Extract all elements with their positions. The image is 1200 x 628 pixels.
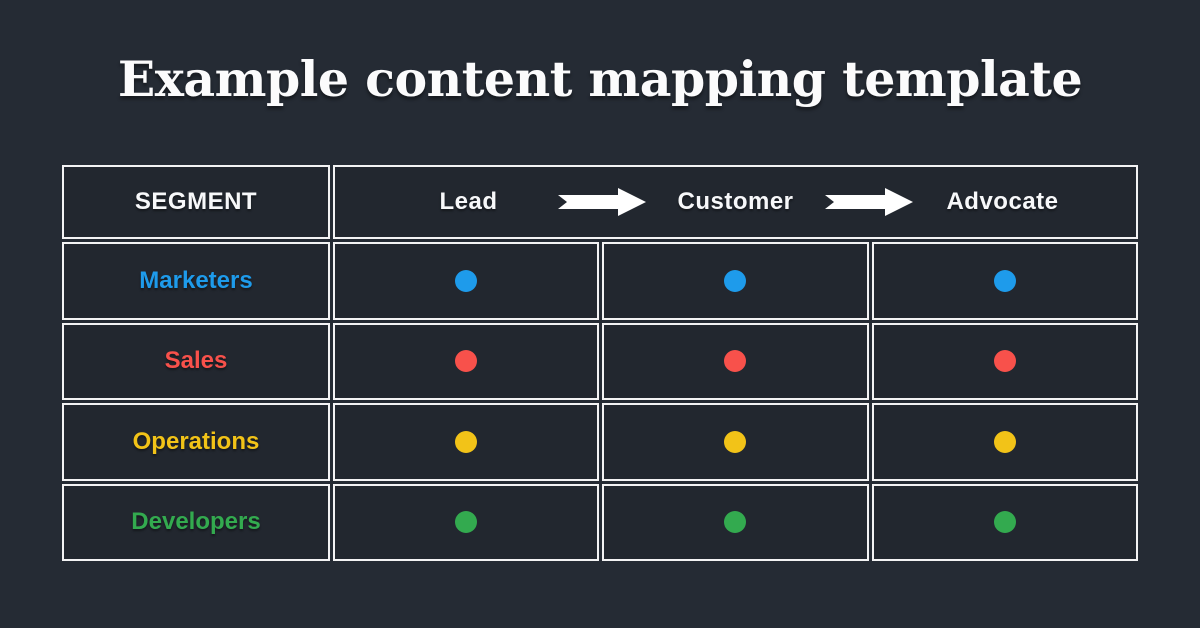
- stage-dot: [724, 269, 747, 292]
- arrow-right-icon: [557, 188, 646, 216]
- arrow-right-icon: [825, 188, 914, 216]
- table-cell: [333, 403, 600, 481]
- table-cell: [602, 483, 869, 561]
- table-cell: [871, 322, 1138, 400]
- segment-label-marketers: Marketers: [139, 266, 253, 294]
- table-cell: [871, 403, 1138, 481]
- stage-advocate: Advocate: [869, 188, 1136, 216]
- table-row-segment-cell: Operations: [62, 403, 330, 481]
- stage-advocate-label: Advocate: [946, 188, 1059, 215]
- stage-dot: [724, 430, 747, 453]
- stage-dot: [455, 511, 478, 534]
- stage-dot: [455, 269, 478, 292]
- table-cell: [602, 242, 869, 320]
- stage-lead-label: Lead: [439, 188, 498, 215]
- content-mapping-table: SEGMENT Lead Customer Advocate Marketers…: [62, 165, 1138, 561]
- table-row-segment-cell: Sales: [62, 322, 330, 400]
- stage-dot: [455, 430, 478, 453]
- page-title: Example content mapping template: [117, 50, 1083, 108]
- stage-dot: [993, 511, 1016, 534]
- stage-dot: [455, 350, 478, 373]
- table-cell: [871, 483, 1138, 561]
- stage-dot: [993, 430, 1016, 453]
- stage-dot: [724, 511, 747, 534]
- segment-label-developers: Developers: [131, 508, 261, 536]
- table-cell: [871, 242, 1138, 320]
- segment-label-sales: Sales: [164, 347, 228, 375]
- segment-header-label: SEGMENT: [134, 188, 258, 215]
- table-row-segment-cell: Marketers: [62, 242, 330, 320]
- table-cell: [333, 322, 600, 400]
- segment-header-cell: SEGMENT: [62, 165, 330, 239]
- table-cell: [333, 483, 600, 561]
- table-row-segment-cell: Developers: [62, 483, 330, 561]
- stage-dot: [993, 350, 1016, 373]
- segment-label-operations: Operations: [132, 427, 260, 455]
- stage-dot: [993, 269, 1016, 292]
- table-cell: [333, 242, 600, 320]
- stages-header-cell: Lead Customer Advocate: [333, 165, 1138, 239]
- table-cell: [602, 322, 869, 400]
- stage-customer-label: Customer: [677, 188, 794, 215]
- stage-lead: Lead: [335, 188, 602, 216]
- stage-dot: [724, 350, 747, 373]
- stage-customer: Customer: [602, 188, 869, 216]
- table-cell: [602, 403, 869, 481]
